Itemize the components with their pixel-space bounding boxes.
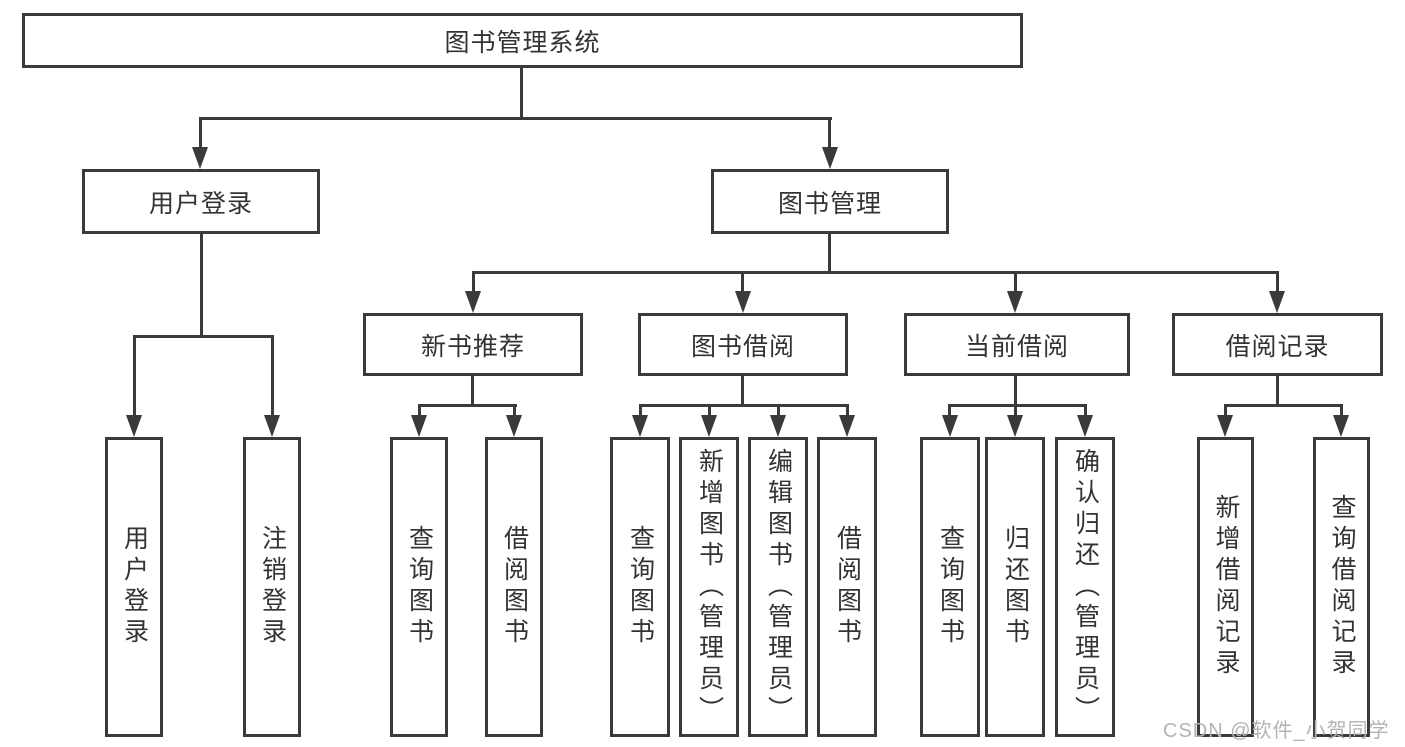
connector-line: [418, 404, 517, 407]
node-rec-borrow-books: 借阅图书: [485, 437, 543, 737]
arrowhead-down-icon: [1333, 415, 1349, 437]
node-root-label: 图书管理系统: [444, 28, 601, 57]
arrowhead-down-icon: [1077, 415, 1093, 437]
connector-line: [1014, 376, 1017, 407]
connector-line: [948, 404, 1087, 407]
arrowhead-down-icon: [1269, 291, 1285, 313]
node-bor-query-books: 查询图书: [610, 437, 670, 737]
node-cur-query-books-label: 查询图书: [936, 525, 965, 649]
node-current-borrow-label: 当前借阅: [964, 332, 1069, 361]
arrowhead-down-icon: [822, 147, 838, 169]
connector-line: [271, 335, 274, 421]
connector-line: [846, 404, 849, 421]
connector-line: [133, 335, 136, 421]
connector-line: [472, 271, 475, 295]
connector-line: [1014, 271, 1017, 295]
node-leaf-user-login: 用户登录: [105, 437, 163, 737]
connector-line: [828, 234, 831, 274]
connector-line: [133, 335, 274, 338]
connector-line: [418, 404, 421, 421]
node-cur-query-books: 查询图书: [920, 437, 980, 737]
node-borrow-records: 借阅记录: [1172, 313, 1383, 376]
arrowhead-down-icon: [735, 291, 751, 313]
node-bor-query-books-label: 查询图书: [626, 525, 655, 649]
node-brec-add-record: 新增借阅记录: [1197, 437, 1254, 737]
connector-line: [828, 117, 831, 151]
connector-line: [520, 68, 523, 119]
arrowhead-down-icon: [632, 415, 648, 437]
csdn-watermark: CSDN @软件_小贺同学: [1163, 720, 1390, 742]
node-user-login: 用户登录: [82, 169, 320, 234]
node-book-management: 图书管理: [711, 169, 949, 234]
arrowhead-down-icon: [411, 415, 427, 437]
arrowhead-down-icon: [192, 147, 208, 169]
node-brec-query-record-label: 查询借阅记录: [1328, 494, 1356, 680]
connector-line: [1014, 404, 1017, 421]
node-user-login-label: 用户登录: [148, 189, 253, 218]
arrowhead-down-icon: [126, 415, 142, 437]
connector-line: [1224, 404, 1227, 421]
node-new-book-recommend: 新书推荐: [363, 313, 583, 376]
connector-line: [1276, 271, 1279, 295]
arrowhead-down-icon: [839, 415, 855, 437]
node-bor-edit-books-label: 编辑图书（管理员）: [764, 447, 793, 727]
connector-line: [1224, 404, 1343, 407]
node-brec-query-record: 查询借阅记录: [1313, 437, 1370, 737]
connector-line: [1276, 376, 1279, 407]
node-rec-borrow-books-label: 借阅图书: [500, 525, 529, 649]
connector-line: [1340, 404, 1343, 421]
node-book-borrow-label: 图书借阅: [690, 332, 795, 361]
node-bor-borrow-books-label: 借阅图书: [833, 525, 862, 649]
connector-line: [639, 404, 849, 407]
node-borrow-records-label: 借阅记录: [1225, 332, 1330, 361]
node-cur-return-books: 归还图书: [985, 437, 1045, 737]
arrowhead-down-icon: [1007, 291, 1023, 313]
node-bor-edit-books: 编辑图书（管理员）: [748, 437, 808, 737]
node-current-borrow: 当前借阅: [904, 313, 1130, 376]
node-rec-query-books: 查询图书: [390, 437, 448, 737]
connector-line: [1084, 404, 1087, 421]
connector-line: [200, 234, 203, 338]
arrowhead-down-icon: [264, 415, 280, 437]
node-leaf-user-login-label: 用户登录: [120, 525, 149, 649]
arrowhead-down-icon: [506, 415, 522, 437]
connector-line: [708, 404, 711, 421]
node-cur-return-books-label: 归还图书: [1001, 525, 1030, 649]
node-book-borrow: 图书借阅: [638, 313, 848, 376]
connector-line: [741, 376, 744, 407]
node-bor-add-books: 新增图书（管理员）: [679, 437, 739, 737]
node-brec-add-record-label: 新增借阅记录: [1212, 494, 1240, 680]
node-root: 图书管理系统: [22, 13, 1023, 68]
connector-line: [777, 404, 780, 421]
connector-line: [472, 271, 1279, 274]
arrowhead-down-icon: [1007, 415, 1023, 437]
node-leaf-logout-label: 注销登录: [258, 525, 287, 649]
connector-line: [741, 271, 744, 295]
connector-line: [639, 404, 642, 421]
connector-line: [513, 404, 516, 421]
node-rec-query-books-label: 查询图书: [405, 525, 434, 649]
arrowhead-down-icon: [1217, 415, 1233, 437]
node-bor-borrow-books: 借阅图书: [817, 437, 877, 737]
node-leaf-logout: 注销登录: [243, 437, 301, 737]
node-new-book-recommend-label: 新书推荐: [420, 332, 525, 361]
node-cur-confirm-return-label: 确认归还（管理员）: [1071, 447, 1100, 727]
node-book-management-label: 图书管理: [777, 189, 882, 218]
connector-line: [948, 404, 951, 421]
arrowhead-down-icon: [770, 415, 786, 437]
arrowhead-down-icon: [465, 291, 481, 313]
node-cur-confirm-return: 确认归还（管理员）: [1055, 437, 1115, 737]
arrowhead-down-icon: [942, 415, 958, 437]
connector-line: [471, 376, 474, 407]
connector-line: [199, 117, 202, 151]
connector-line: [199, 117, 832, 120]
arrowhead-down-icon: [701, 415, 717, 437]
node-bor-add-books-label: 新增图书（管理员）: [695, 447, 724, 727]
